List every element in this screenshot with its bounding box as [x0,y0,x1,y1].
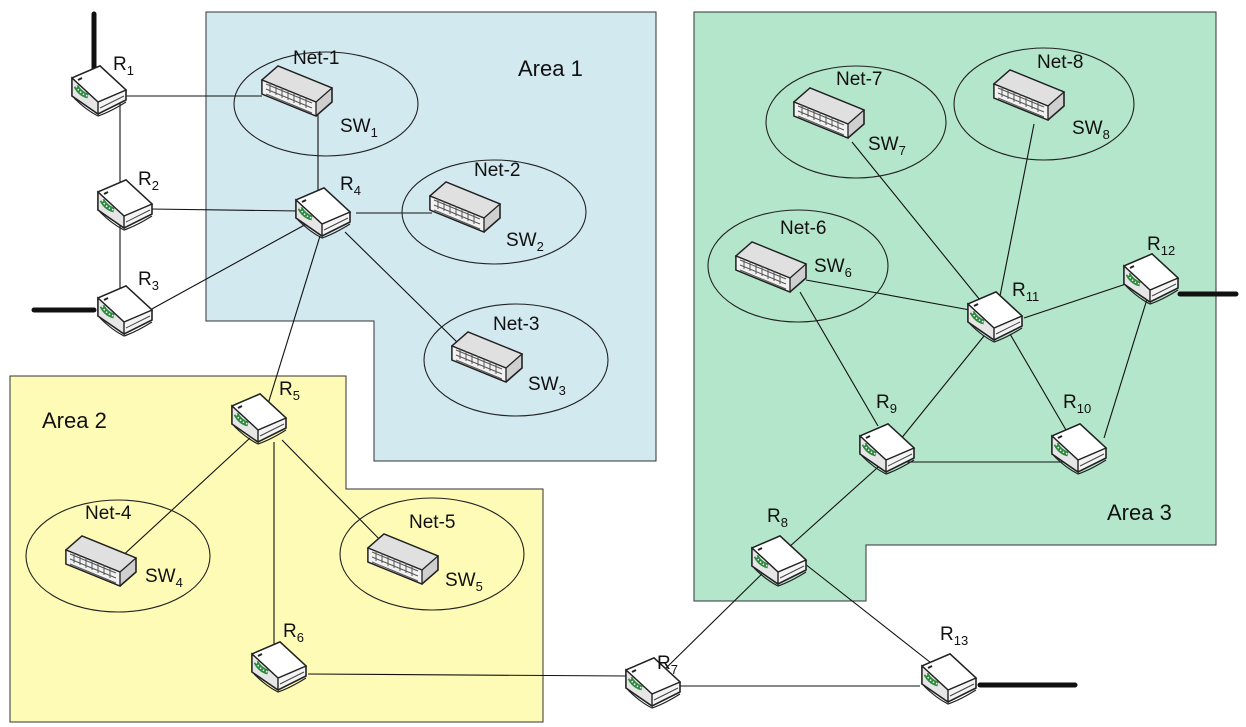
net-6-boundary [707,209,889,323]
link-r4-sw3 [344,231,461,346]
sw-4-label: SW4 [145,566,183,590]
router-label-r2: R2 [138,169,159,193]
link-r11-r10 [1009,333,1067,431]
net-1-label: Net-1 [293,48,339,69]
external-links [31,11,1239,688]
router-label-r12: R12 [1147,234,1175,258]
links [110,95,1149,687]
router-label-r11: R11 [1012,280,1039,304]
link-r2-r4 [149,208,301,212]
sw-6-label: SW6 [814,256,852,280]
area-1-label: Area 1 [518,56,583,81]
net-7-label: Net-7 [836,69,882,90]
router-label-r3: R3 [138,269,159,293]
router-label-r6: R6 [283,621,304,645]
router-label-r7: R7 [657,653,678,677]
link-sw8-r11 [999,123,1035,297]
router-label-r8: R8 [767,506,788,530]
sw-7-label: SW7 [868,134,906,158]
net-2-boundary [401,159,587,265]
router-label-r10: R10 [1063,392,1091,416]
link-r8-r9 [787,459,887,549]
area-3-label: Area 3 [1107,500,1172,525]
link-r5-sw5 [281,439,389,549]
router-icon-r13 [922,654,976,704]
link-r8-r13 [799,559,941,671]
router-label-r4: R4 [340,174,361,198]
net-6-label: Net-6 [780,218,826,239]
sw-3-label: SW3 [528,374,566,398]
link-r7-r8 [663,563,773,671]
net-8-label: Net-8 [1037,52,1083,73]
sw-8-label: SW8 [1072,118,1110,142]
link-r9-r11 [899,335,985,441]
net-5-label: Net-5 [409,512,455,533]
router-icon-r3 [98,286,152,336]
area-2-region [9,375,544,723]
net-4-boundary [25,499,211,613]
net-1-boundary [233,51,419,157]
sw-1-label: SW1 [340,116,378,140]
link-sw7-r11 [851,141,981,301]
link-r6-r7 [307,673,627,677]
router-label-r5: R5 [279,379,300,403]
net-4-label: Net-4 [85,503,132,524]
net-2-label: Net-2 [474,160,520,181]
net-5-boundary [339,497,525,611]
router-label-r13: R13 [940,624,968,648]
sw-2-label: SW2 [506,230,544,254]
net-3-label: Net-3 [493,314,539,335]
net-7-boundary [765,65,947,179]
link-sw6-r11 [805,279,971,311]
link-r9-sw6 [799,291,879,427]
link-r12-r10 [1103,295,1149,439]
sw-5-label: SW5 [445,570,483,594]
net-3-boundary [423,303,609,417]
link-r11-r12 [1023,283,1127,319]
area-2-label: Area 2 [42,408,107,433]
link-r3-r4 [149,221,311,311]
router-label-r9: R9 [876,392,897,416]
router-label-r1: R1 [113,54,134,78]
link-r5-sw4 [117,437,251,561]
net-8-boundary [953,47,1135,161]
link-r4-r5 [267,235,321,405]
